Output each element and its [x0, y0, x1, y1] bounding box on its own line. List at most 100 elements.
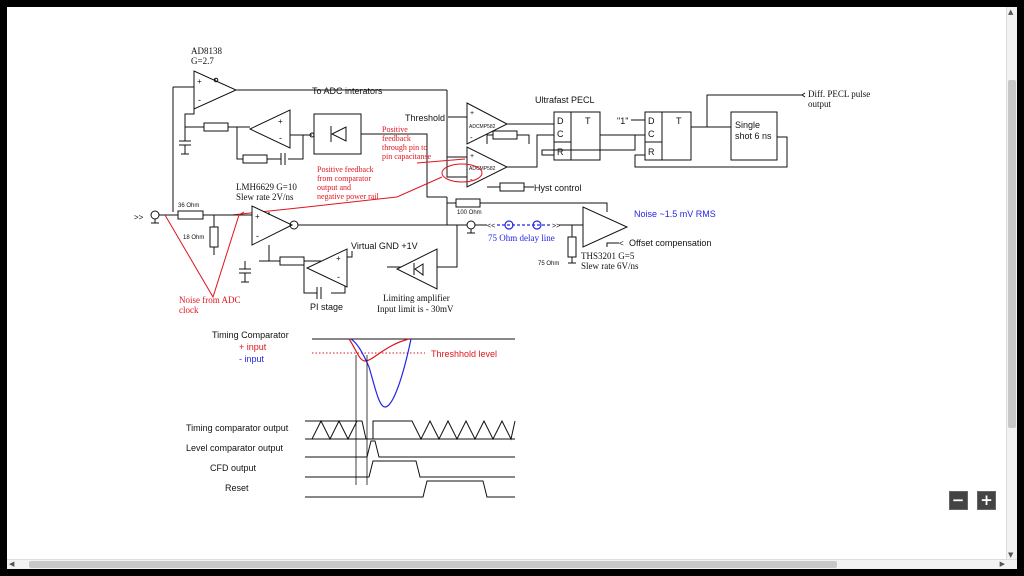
hyst-control-label: Hyst control: [534, 183, 582, 193]
adc-noise-label-2: clock: [179, 305, 199, 315]
comparator-1: [466, 102, 509, 145]
diff-pecl-label-2: output: [808, 99, 832, 109]
offset-arrow: <: [619, 239, 624, 248]
pos-fb-loop: [441, 163, 483, 183]
diff-pecl-label-1: Diff. PECL pulse: [808, 89, 870, 99]
comp1-plus: +: [470, 110, 474, 117]
single-shot-label-1: Single: [735, 120, 760, 130]
wire-ff2-out: [634, 94, 802, 168]
ff1-t: T: [585, 116, 591, 126]
diode-node: [309, 132, 315, 138]
cfd-output-wave: [305, 460, 515, 478]
adc-noise-label-1: Noise from ADC: [179, 295, 241, 305]
r36-label: 36 Ohm: [178, 203, 199, 209]
integrator-opamp: [248, 109, 291, 149]
input-arrows: >>: [134, 213, 144, 222]
comp1-minus: -: [470, 133, 473, 142]
comp2-plus: +: [470, 153, 474, 160]
timing-cursor-lines: [355, 355, 368, 485]
pos-fb-pin-label-2: feedback: [382, 134, 411, 143]
image-viewer: AD8138 G=2.7 + - To ADC interators + - T…: [7, 7, 1017, 569]
delay-arrows-right: >>: [552, 223, 560, 230]
vertical-scrollbar[interactable]: ▲ ▼: [1006, 7, 1017, 569]
zoom-out-button[interactable]: −: [948, 491, 968, 510]
ad8138-label: AD8138: [191, 46, 222, 56]
minus-input-label: - input: [239, 354, 265, 364]
pos-fb-comp-label-2: from comparator: [317, 174, 371, 183]
scroll-up-icon[interactable]: ▲: [1008, 8, 1014, 16]
zoom-controls: − +: [944, 491, 996, 510]
pi-minus: -: [337, 272, 340, 282]
minus-input-pulse: [350, 338, 412, 408]
reset-wave: [305, 480, 515, 498]
resistor-75: [567, 236, 577, 258]
resistor-hyst-1: [492, 130, 518, 140]
pos-fb-pin-label-1: Positive: [382, 125, 408, 134]
ths-label-1: THS3201 G=5: [581, 251, 635, 261]
ff2-r: R: [648, 147, 655, 157]
wire-comparators: [446, 90, 554, 178]
timing-comparator-label: Timing Comparator: [212, 330, 289, 340]
pos-fb-pin-label-3: through pin to: [382, 143, 427, 152]
to-adc-label: To ADC interators: [312, 86, 383, 96]
offset-comp-label: Offset compensation: [629, 238, 711, 248]
pos-fb-pin-label-4: pin capacitanse: [382, 152, 432, 161]
plus-input-label: + input: [239, 342, 267, 352]
single-shot-box: [730, 111, 778, 161]
input-connector-gnd: [151, 219, 159, 224]
resistor-18: [209, 226, 219, 248]
single-shot-label-2: shot 6 ns: [735, 131, 772, 141]
comparator-2: [466, 146, 509, 188]
plus-input-pulse: [348, 338, 410, 362]
delay-connector: [466, 220, 476, 230]
lmh-minus: -: [256, 231, 259, 241]
r75-label: 75 Ohm: [538, 261, 559, 267]
comp2-part: ADCMP582: [469, 166, 496, 172]
capacitor-integrator-fb: [280, 153, 286, 165]
ff1-d: D: [557, 116, 564, 126]
flipflop-2: [644, 111, 692, 161]
lmh-label-1: LMH6629 G=10: [236, 182, 297, 192]
delay-connector-gnd: [467, 229, 475, 234]
wire-integrator-up: [184, 103, 195, 127]
scroll-left-icon[interactable]: ◀: [9, 560, 15, 568]
input-connector: [150, 210, 160, 220]
zoom-in-button[interactable]: +: [977, 491, 996, 510]
ths3201-opamp: [582, 206, 629, 248]
lmh-plus: +: [255, 212, 260, 221]
ad8138-out-node: [213, 77, 219, 83]
pos-fb-arrow-1: [416, 158, 466, 164]
ff1-r: R: [557, 147, 564, 157]
wire-virtual-gnd: [347, 251, 353, 258]
wire-integrator: [185, 126, 312, 160]
vertical-scroll-thumb[interactable]: [1008, 80, 1016, 428]
comp1-part: ADCMP582: [469, 124, 496, 130]
wire-100: [447, 202, 608, 212]
horizontal-scrollbar[interactable]: ◀ ▶: [7, 559, 1017, 569]
resistor-hyst-2: [499, 182, 525, 192]
delay-coil-1: [504, 220, 514, 230]
pi-opamp: [305, 248, 348, 288]
circuit-diagram: AD8138 G=2.7 + - To ADC interators + - T…: [134, 46, 870, 498]
virtual-gnd-label: Virtual GND +1V: [351, 241, 418, 251]
scroll-right-icon[interactable]: ▶: [999, 560, 1005, 568]
ad8138-opamp: [193, 70, 238, 110]
pos-fb-arrow-2: [231, 176, 443, 216]
horizontal-scroll-thumb[interactable]: [29, 561, 837, 568]
pos-fb-comp-label-4: negative power rail: [317, 192, 380, 201]
cfd-output-label: CFD output: [210, 463, 257, 473]
r18-label: 18 Ohm: [183, 235, 204, 241]
resistor-100: [455, 198, 481, 208]
ad8138-minus: -: [198, 95, 201, 105]
flipflop-2-divider: [645, 112, 663, 160]
level-output-wave: [305, 440, 515, 458]
wire-ad8138-top: [172, 79, 216, 212]
integrator-plus: +: [278, 117, 283, 126]
pos-fb-comp-label-3: output and: [317, 183, 351, 192]
ff2-d: D: [648, 116, 655, 126]
delay-coil-2: [532, 220, 542, 230]
pi-stage-label: PI stage: [310, 302, 343, 312]
scroll-down-icon[interactable]: ▼: [1008, 551, 1014, 559]
limiting-label-1: Limiting amplifier: [383, 293, 450, 303]
lmh-label-2: Slew rate 2V/ns: [236, 192, 294, 202]
